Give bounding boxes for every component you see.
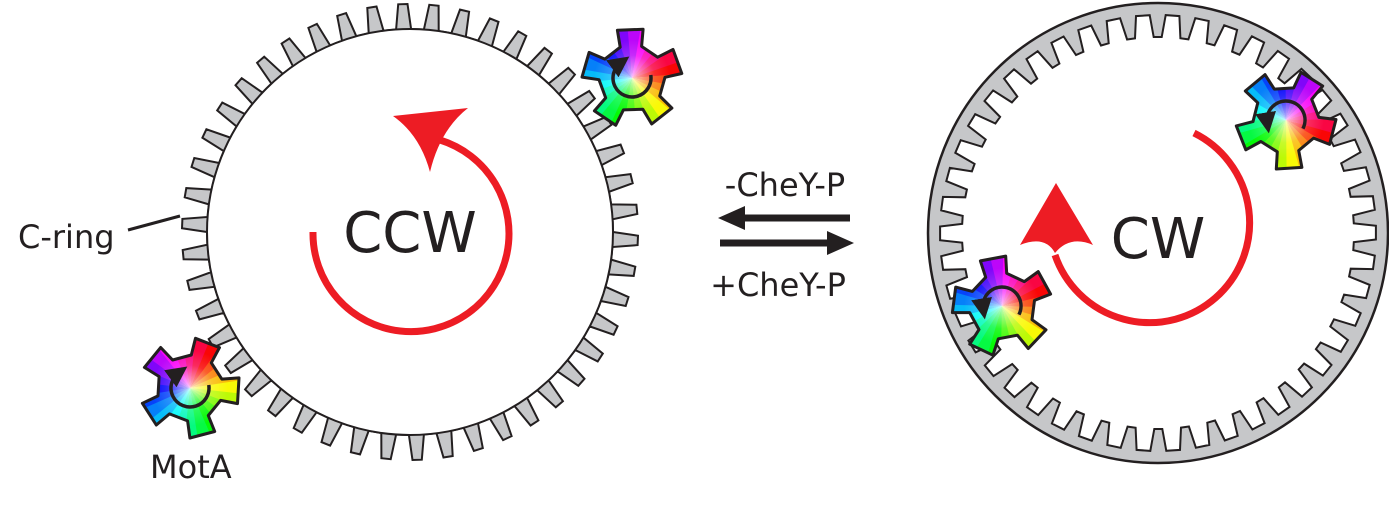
- rotation-arrow-icon: [606, 56, 653, 99]
- c-ring-inner: [206, 28, 614, 436]
- c-ring-ccw: [180, 2, 640, 462]
- minus-chey-p-label: -CheY-P: [725, 166, 845, 204]
- equilibrium-arrows: [718, 206, 854, 255]
- c-ring-label: C-ring: [18, 218, 115, 256]
- c-ring-pointer-line: [127, 214, 181, 232]
- mota-gear: [580, 27, 684, 127]
- rotation-arrow-icon: [1255, 99, 1307, 134]
- plus-chey-p-label: +CheY-P: [710, 266, 846, 304]
- ccw-label: CCW: [343, 201, 477, 266]
- ccw-rotation-arrow: [309, 108, 513, 336]
- mota-label: MotA: [150, 448, 232, 486]
- rotation-arrow-icon: [164, 366, 211, 409]
- cw-label: CW: [1111, 207, 1205, 272]
- rotation-arrow-icon: [971, 285, 1023, 320]
- cw-rotation-arrow: [1020, 129, 1254, 327]
- mota-gear: [140, 336, 241, 440]
